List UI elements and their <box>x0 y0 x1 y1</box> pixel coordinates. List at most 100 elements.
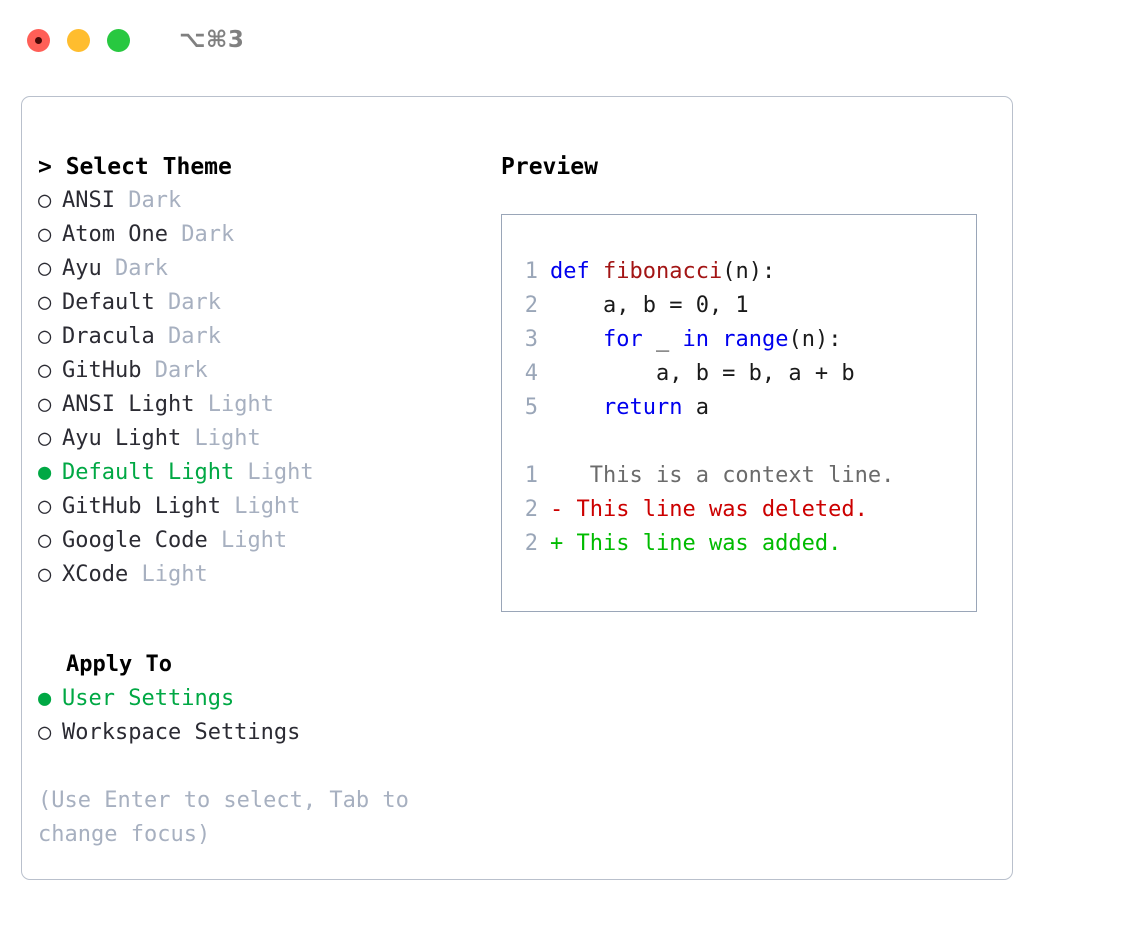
theme-kind-label: Dark <box>167 222 235 247</box>
diff-line: 2- This line was deleted. <box>512 493 972 527</box>
diff-line: 1 This is a context line. <box>512 459 972 493</box>
code-token <box>550 327 603 352</box>
diff-marker: + <box>550 531 564 556</box>
theme-name: XCode <box>62 562 129 587</box>
code-token <box>709 327 722 352</box>
theme-selector-panel: > Select Theme ○ANSI Dark○Atom One Dark○… <box>38 150 478 852</box>
code-token: a, b = 0, 1 <box>550 293 749 318</box>
radio-unselected-icon: ○ <box>38 290 52 315</box>
theme-kind-label: Light <box>181 426 261 451</box>
code-token: a <box>682 395 709 420</box>
recording-indicator-icon <box>35 36 42 44</box>
theme-list-item[interactable]: ● Default Light Light <box>38 456 478 490</box>
line-number: 5 <box>524 395 538 420</box>
diff-text: This is a context line. <box>563 463 895 488</box>
line-number: 2 <box>524 497 538 522</box>
diff-marker <box>550 463 563 488</box>
line-number: 4 <box>524 361 538 386</box>
theme-name: Ayu <box>62 256 102 281</box>
radio-unselected-icon: ○ <box>38 562 52 587</box>
theme-list-item[interactable]: ○ XCode Light <box>38 558 478 592</box>
code-token: for <box>602 327 643 352</box>
theme-name: Default <box>62 290 155 315</box>
theme-kind-label: Dark <box>141 358 208 383</box>
apply-to-option[interactable]: ○Workspace Settings <box>38 716 478 750</box>
theme-list-item[interactable]: ○ Google Code Light <box>38 524 478 558</box>
theme-list-item[interactable]: ○ Default Dark <box>38 286 478 320</box>
diff-text: This line was deleted. <box>563 497 868 522</box>
theme-name: Default Light <box>62 460 235 485</box>
code-token: in <box>682 327 709 352</box>
theme-list-item[interactable]: ○ Ayu Dark <box>38 252 478 286</box>
code-token: a, b = b, a + b <box>550 361 855 386</box>
maximize-button[interactable] <box>107 28 130 52</box>
radio-unselected-icon: ○ <box>38 392 52 417</box>
radio-unselected-icon: ○ <box>38 222 52 247</box>
theme-kind-label: Light <box>207 528 288 553</box>
code-token: range <box>722 327 789 352</box>
window-controls <box>27 28 130 52</box>
theme-list-item[interactable]: ○ ANSI Dark <box>38 184 478 218</box>
code-token: return <box>602 395 683 420</box>
keyboard-hint-text: (Use Enter to select, Tab to change focu… <box>38 788 409 847</box>
code-line: 4 a, b = b, a + b <box>512 357 972 391</box>
theme-kind-label: Light <box>128 562 208 587</box>
theme-list-item[interactable]: ○ GitHub Dark <box>38 354 478 388</box>
close-button[interactable] <box>27 28 50 52</box>
code-line: 3 for _ in range(n): <box>512 323 972 357</box>
radio-unselected-icon: ○ <box>38 256 52 281</box>
theme-list-item[interactable]: ○ Dracula Dark <box>38 320 478 354</box>
select-theme-header: > Select Theme <box>38 154 232 180</box>
apply-to-option[interactable]: ● User Settings <box>38 682 478 716</box>
theme-kind-label: Dark <box>154 324 221 349</box>
theme-list-item[interactable]: ○Ayu Light Light <box>38 422 478 456</box>
code-token: def <box>550 259 603 284</box>
radio-unselected-icon: ○ <box>38 494 52 519</box>
radio-unselected-icon: ○ <box>38 358 52 383</box>
apply-to-label: User Settings <box>62 686 235 711</box>
theme-kind-label: Dark <box>101 256 168 281</box>
keyboard-shortcut-label: ⌥⌘3 <box>179 27 245 53</box>
theme-list-item[interactable]: ○ANSI Light Light <box>38 388 478 422</box>
code-line: 5 return a <box>512 391 972 425</box>
theme-name: Atom One <box>62 222 168 247</box>
apply-to-label: Workspace Settings <box>62 720 301 745</box>
theme-list: ○ ANSI Dark ○ Atom One Dark ○ Ayu Dark ○ Defaul… <box>38 184 478 592</box>
minimize-button[interactable] <box>67 28 90 52</box>
theme-list-item[interactable]: ○ GitHub Light Light <box>38 490 478 524</box>
title-bar: ⌥⌘3 <box>0 0 1140 80</box>
radio-selected-icon: ● <box>38 686 52 711</box>
window-content: > Select Theme ○ANSI Dark○Atom One Dark○… <box>22 97 1012 879</box>
theme-name: Google Code <box>62 528 208 553</box>
line-number: 2 <box>524 531 538 556</box>
theme-list-item[interactable]: ○ Atom One Dark <box>38 218 478 252</box>
radio-unselected-icon: ○ <box>38 528 52 553</box>
diff-sample: 1 This is a context line.2- This line wa… <box>512 459 972 561</box>
radio-selected-icon: ● <box>38 460 52 485</box>
code-line: 2 a, b = 0, 1 <box>512 289 972 323</box>
theme-name: GitHub <box>62 358 142 383</box>
code-token <box>550 395 603 420</box>
line-number: 1 <box>524 259 538 284</box>
radio-unselected-icon: ○ <box>38 324 52 349</box>
code-token: (n): <box>788 327 842 352</box>
theme-name: ANSI Light <box>62 392 195 417</box>
radio-unselected-icon: ○ <box>38 188 52 213</box>
theme-kind-label: Light <box>220 494 301 519</box>
code-token: _ <box>642 327 683 352</box>
theme-kind-label: Light <box>234 460 314 485</box>
theme-name: GitHub Light <box>62 494 221 519</box>
diff-line: 2+ This line was added. <box>512 527 972 561</box>
code-token: fibonacci <box>602 259 723 284</box>
apply-to-list: ● User Settings ○Workspace Settings <box>38 682 478 750</box>
theme-kind-label: Dark <box>154 290 221 315</box>
theme-name: Ayu Light <box>62 426 182 451</box>
line-number: 2 <box>524 293 538 318</box>
theme-kind-label: Dark <box>114 188 182 213</box>
theme-name: Dracula <box>62 324 155 349</box>
theme-name: ANSI <box>62 188 115 213</box>
